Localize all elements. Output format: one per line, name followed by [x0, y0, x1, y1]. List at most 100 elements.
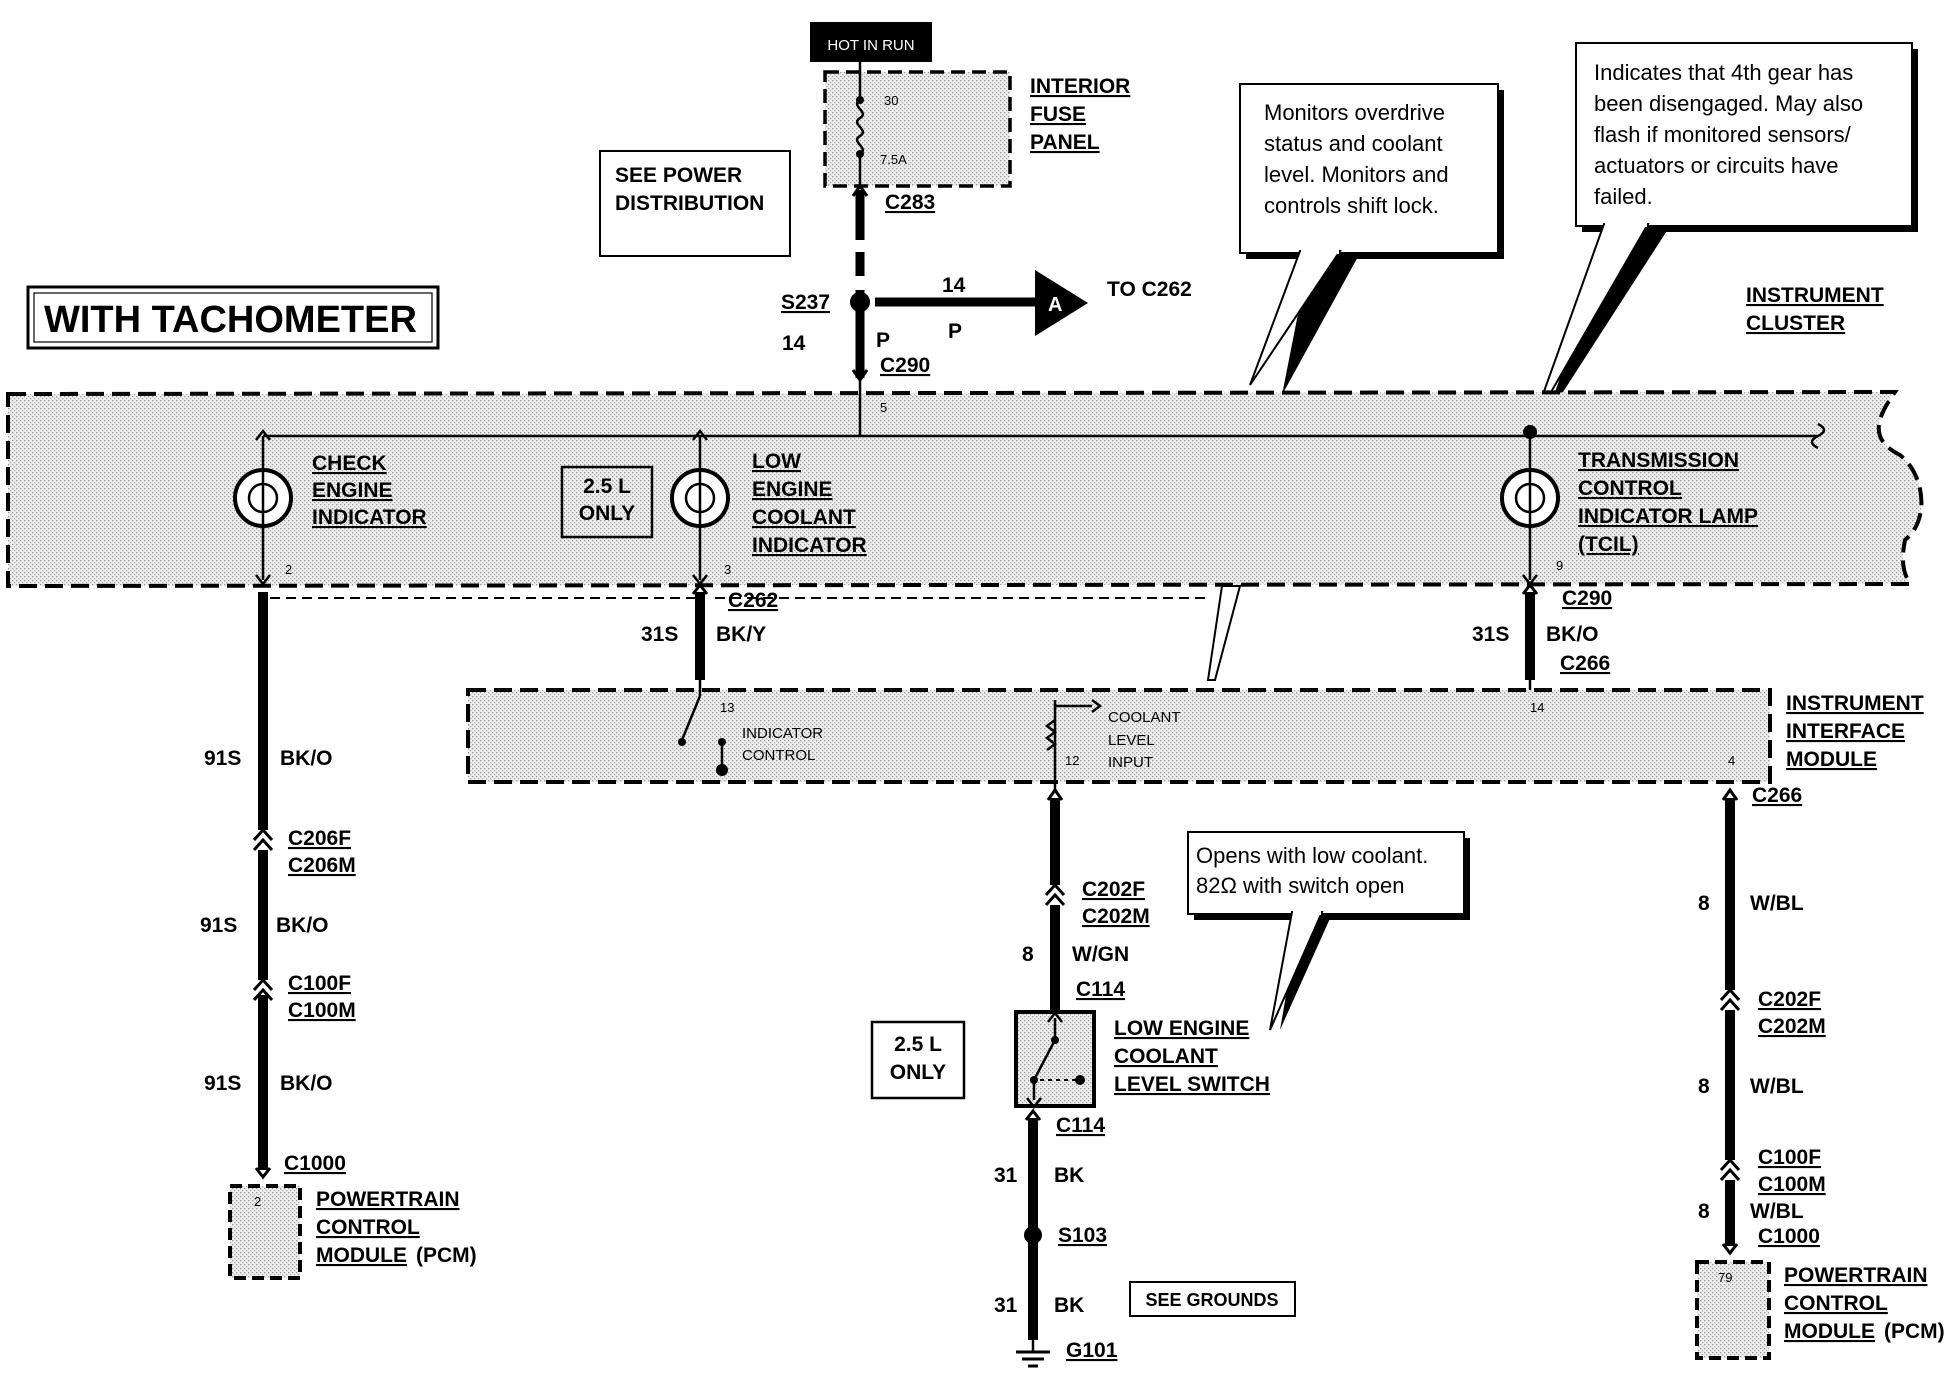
iim-coolant-2: LEVEL [1108, 732, 1155, 749]
mid-seg2-gauge: 31 [994, 1164, 1018, 1187]
coolant-indicator-label-2: ENGINE [752, 478, 833, 501]
low-coolant-note-2: 82Ω with switch open [1196, 873, 1404, 898]
pcm-right-label-1: POWERTRAIN [1784, 1264, 1928, 1287]
fuse-panel: 30 7.5A INTERIOR FUSE PANEL [823, 62, 1130, 188]
tcil-pin: 9 [1556, 558, 1563, 573]
mid-seg3-gauge: 31 [994, 1294, 1018, 1317]
fourth-gear-note-5: failed. [1594, 184, 1653, 209]
fuse-icon [855, 98, 865, 156]
left-seg2-gauge: 91S [200, 914, 237, 937]
iim-indicator-2: CONTROL [742, 747, 815, 764]
connector-c283: C283 [885, 191, 935, 214]
cluster-only-line-2: ONLY [579, 502, 635, 525]
pcm-right-suffix: (PCM) [1884, 1320, 1945, 1343]
branch-color: P [948, 320, 962, 343]
mid-c114b: C114 [1056, 1114, 1105, 1137]
iim-coolant-3: INPUT [1108, 754, 1153, 771]
left-conn1-f: C206F [288, 827, 351, 850]
fuse-panel-label-2: FUSE [1030, 103, 1086, 126]
see-power-line-1: SEE POWER [615, 164, 742, 187]
fuse-pin-top: 30 [884, 93, 898, 108]
pcm-right: 79 POWERTRAIN CONTROL MODULE (PCM) [1695, 1260, 1945, 1360]
iim-pin-4: 4 [1728, 753, 1735, 768]
fourth-gear-note-2: been disengaged. May also [1594, 91, 1863, 116]
indicator-switch-icon [680, 695, 702, 741]
c262-gauge: 31S [641, 623, 678, 646]
overdrive-note-1: Monitors overdrive [1264, 100, 1445, 125]
splice-s237-dot [850, 292, 870, 312]
right-seg2-gauge: 8 [1698, 1075, 1710, 1098]
mid-harness: C202F C202M 8 W/GN C114 [1022, 787, 1150, 1010]
iim-label-2: INTERFACE [1786, 720, 1905, 743]
iim-pin-14: 14 [1530, 700, 1544, 715]
low-coolant-note-1: Opens with low coolant. [1196, 843, 1428, 868]
arrow-connector-a [1035, 270, 1088, 336]
arrow-ref-a: A [1048, 294, 1062, 316]
fuse-panel-label-3: PANEL [1030, 131, 1100, 154]
instrument-cluster-label-2: CLUSTER [1746, 312, 1845, 335]
see-power-box [599, 150, 791, 257]
pcm-left-label-1: POWERTRAIN [316, 1188, 460, 1211]
pcm-left-suffix: (PCM) [416, 1244, 477, 1267]
check-engine-label-3: INDICATOR [312, 506, 427, 529]
iim-pin-13: 13 [720, 700, 734, 715]
left-seg1-color: BK/O [280, 747, 333, 770]
coolant-level-input-icon [1044, 719, 1058, 751]
left-seg3-gauge: 91S [204, 1072, 241, 1095]
to-c262: TO C262 [1107, 278, 1192, 301]
switch-label-1: LOW ENGINE [1114, 1017, 1249, 1040]
overdrive-note-4: controls shift lock. [1264, 193, 1439, 218]
right-harness: C266 8 W/BL C202F C202M 8 W/BL C100F C10… [1698, 784, 1826, 1256]
check-engine-label-2: ENGINE [312, 479, 393, 502]
right-seg1-gauge: 8 [1698, 892, 1710, 915]
connector-c290b: C290 [1562, 587, 1612, 610]
mid-seg3-color: BK [1054, 1294, 1084, 1317]
low-coolant-level-switch: LOW ENGINE COOLANT LEVEL SWITCH [1014, 1010, 1270, 1110]
right-conn2-f: C100F [1758, 1146, 1821, 1169]
cluster-only-line-1: 2.5 L [583, 475, 631, 498]
splice-s103: S103 [1058, 1224, 1107, 1247]
fuse-panel-label-1: INTERIOR [1030, 75, 1130, 98]
left-harness: 91S BK/O C206F C206M 91S BK/O C100F C100… [200, 592, 356, 1180]
left-conn3: C1000 [284, 1152, 346, 1175]
overdrive-note-3: level. Monitors and [1264, 162, 1449, 187]
right-seg3-color: W/BL [1750, 1200, 1804, 1223]
tcil-indicator: 9 TRANSMISSION CONTROL INDICATOR LAMP (T… [1500, 425, 1758, 587]
tcil-label-3: INDICATOR LAMP [1578, 505, 1758, 528]
connector-c262: C262 [728, 589, 778, 612]
pcm-left-label-2: CONTROL [316, 1216, 420, 1239]
switch-only-box [870, 1020, 966, 1100]
feed-gauge: 14 [782, 332, 806, 355]
coolant-indicator-label-3: COOLANT [752, 506, 856, 529]
see-grounds-box [1129, 1281, 1296, 1317]
callout-overdrive: Monitors overdrive status and coolant le… [1239, 83, 1504, 395]
switch-only-line-1: 2.5 L [894, 1033, 942, 1056]
switch-label-2: COOLANT [1114, 1045, 1218, 1068]
pcm-left-label-3: MODULE [316, 1244, 407, 1267]
iim-label-1: INSTRUMENT [1786, 692, 1924, 715]
left-conn1-m: C206M [288, 854, 356, 877]
mid-conn1-f: C202F [1082, 878, 1145, 901]
hot-in-run-label: HOT IN RUN [827, 37, 914, 54]
instrument-cluster-band [6, 389, 1924, 589]
fourth-gear-note-1: Indicates that 4th gear has [1594, 60, 1853, 85]
title-box: WITH TACHOMETER [26, 285, 440, 350]
check-engine-indicator: 2 CHECK ENGINE INDICATOR [233, 428, 427, 587]
mid-seg2-color: BK [1054, 1164, 1084, 1187]
iim-pin-12: 12 [1065, 753, 1079, 768]
right-conn3: C1000 [1758, 1225, 1820, 1248]
see-power-line-2: DISTRIBUTION [615, 192, 764, 215]
fuse-rating: 7.5A [880, 152, 907, 167]
pcm-right-label-3: MODULE [1784, 1320, 1875, 1343]
cluster-pin-5: 5 [880, 400, 887, 415]
right-conn1-m: C202M [1758, 1015, 1826, 1038]
pcm-right-pin: 79 [1718, 1270, 1732, 1285]
mid-conn1-m: C202M [1082, 905, 1150, 928]
pcm-left: 2 POWERTRAIN CONTROL MODULE (PCM) [228, 1184, 477, 1280]
right-seg2-color: W/BL [1750, 1075, 1804, 1098]
switch-label-3: LEVEL SWITCH [1114, 1073, 1270, 1096]
pcm-left-pin: 2 [254, 1194, 261, 1209]
mid-gauge: 8 [1022, 943, 1034, 966]
callout-low-coolant: Opens with low coolant. 82Ω with switch … [1187, 831, 1470, 1031]
switch-only-line-2: ONLY [890, 1061, 946, 1084]
